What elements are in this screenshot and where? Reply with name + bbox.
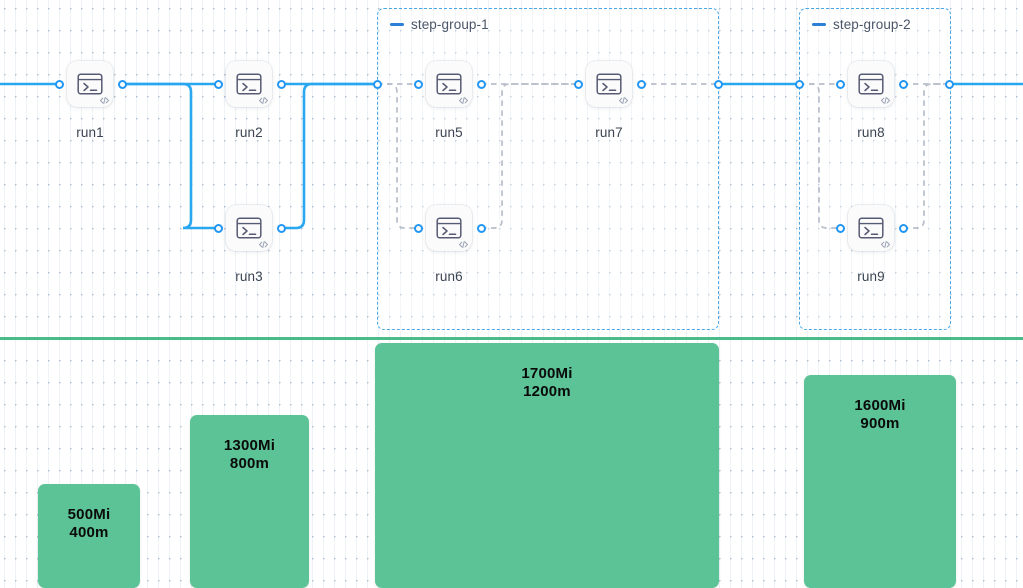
terminal-icon bbox=[596, 73, 622, 95]
node-run5-label: run5 bbox=[435, 125, 463, 140]
node-run9-label: run9 bbox=[857, 269, 885, 284]
resource-bar-1[interactable]: 500Mi 400m bbox=[38, 484, 140, 588]
step-group-1-label: step-group-1 bbox=[411, 17, 489, 32]
step-group-1-header[interactable]: step-group-1 bbox=[390, 17, 489, 32]
terminal-icon bbox=[436, 217, 462, 239]
resource-bar-1-values: 500Mi 400m bbox=[38, 506, 140, 542]
resource-bar-4-memory: 1600Mi bbox=[854, 397, 906, 414]
resource-bar-3-memory: 1700Mi bbox=[521, 365, 573, 382]
node-run2[interactable] bbox=[226, 61, 272, 107]
code-icon bbox=[880, 240, 891, 249]
resource-bar-1-memory: 500Mi bbox=[67, 506, 111, 523]
resource-bar-2-values: 1300Mi 800m bbox=[190, 437, 309, 473]
node-run2-label: run2 bbox=[235, 125, 263, 140]
port-run1-out[interactable] bbox=[117, 79, 127, 89]
code-icon bbox=[99, 96, 110, 105]
port-run1-in[interactable] bbox=[54, 79, 64, 89]
edge-run1-to-run3 bbox=[120, 82, 220, 230]
port-run9-in[interactable] bbox=[835, 223, 845, 233]
code-icon bbox=[258, 240, 269, 249]
port-step-group-1-out[interactable] bbox=[713, 79, 723, 89]
port-run8-in[interactable] bbox=[835, 79, 845, 89]
port-run6-in[interactable] bbox=[413, 223, 423, 233]
port-run7-out[interactable] bbox=[636, 79, 646, 89]
terminal-icon bbox=[858, 217, 884, 239]
port-run2-in[interactable] bbox=[213, 79, 223, 89]
node-run8-label: run8 bbox=[857, 125, 885, 140]
step-group-2-header[interactable]: step-group-2 bbox=[812, 17, 911, 32]
node-run6[interactable] bbox=[426, 205, 472, 251]
port-run8-out[interactable] bbox=[898, 79, 908, 89]
port-step-group-2-in[interactable] bbox=[794, 79, 804, 89]
section-divider bbox=[0, 337, 1023, 340]
terminal-icon bbox=[236, 217, 262, 239]
code-icon bbox=[258, 96, 269, 105]
resource-bar-3-cpu: 1200m bbox=[523, 383, 571, 400]
resource-bar-1-cpu: 400m bbox=[69, 524, 109, 541]
node-run6-label: run6 bbox=[435, 269, 463, 284]
resource-bar-4-values: 1600Mi 900m bbox=[804, 397, 956, 433]
step-group-2-label: step-group-2 bbox=[833, 17, 911, 32]
resource-bar-2-memory: 1300Mi bbox=[223, 437, 276, 454]
code-icon bbox=[458, 96, 469, 105]
resource-bar-4-cpu: 900m bbox=[860, 415, 900, 432]
code-icon bbox=[880, 96, 891, 105]
port-run9-out[interactable] bbox=[898, 223, 908, 233]
collapse-dash-icon[interactable] bbox=[812, 23, 826, 26]
port-step-group-1-in[interactable] bbox=[372, 79, 382, 89]
step-group-2[interactable]: step-group-2 bbox=[799, 8, 951, 330]
node-run1[interactable] bbox=[67, 61, 113, 107]
port-run3-in[interactable] bbox=[213, 223, 223, 233]
collapse-dash-icon[interactable] bbox=[390, 23, 404, 26]
node-run5[interactable] bbox=[426, 61, 472, 107]
port-run5-out[interactable] bbox=[476, 79, 486, 89]
terminal-icon bbox=[236, 73, 262, 95]
code-icon bbox=[618, 96, 629, 105]
resource-bar-4[interactable]: 1600Mi 900m bbox=[804, 375, 956, 588]
terminal-icon bbox=[436, 73, 462, 95]
resource-bar-2-cpu: 800m bbox=[229, 455, 270, 472]
port-run7-in[interactable] bbox=[573, 79, 583, 89]
node-run3[interactable] bbox=[226, 205, 272, 251]
resource-bar-2[interactable]: 1300Mi 800m bbox=[190, 415, 309, 588]
resource-bar-3[interactable]: 1700Mi 1200m bbox=[375, 343, 719, 588]
node-run1-label: run1 bbox=[76, 125, 104, 140]
code-icon bbox=[458, 240, 469, 249]
port-run5-in[interactable] bbox=[413, 79, 423, 89]
resource-bar-3-values: 1700Mi 1200m bbox=[375, 365, 719, 401]
terminal-icon bbox=[858, 73, 884, 95]
port-step-group-2-out[interactable] bbox=[944, 79, 954, 89]
node-run9[interactable] bbox=[848, 205, 894, 251]
terminal-icon bbox=[77, 73, 103, 95]
port-run6-out[interactable] bbox=[476, 223, 486, 233]
node-run7-label: run7 bbox=[595, 125, 623, 140]
node-run8[interactable] bbox=[848, 61, 894, 107]
node-run7[interactable] bbox=[586, 61, 632, 107]
port-run3-out[interactable] bbox=[276, 223, 286, 233]
node-run3-label: run3 bbox=[235, 269, 263, 284]
port-run2-out[interactable] bbox=[276, 79, 286, 89]
edge-run3-to-group1 bbox=[279, 82, 379, 230]
